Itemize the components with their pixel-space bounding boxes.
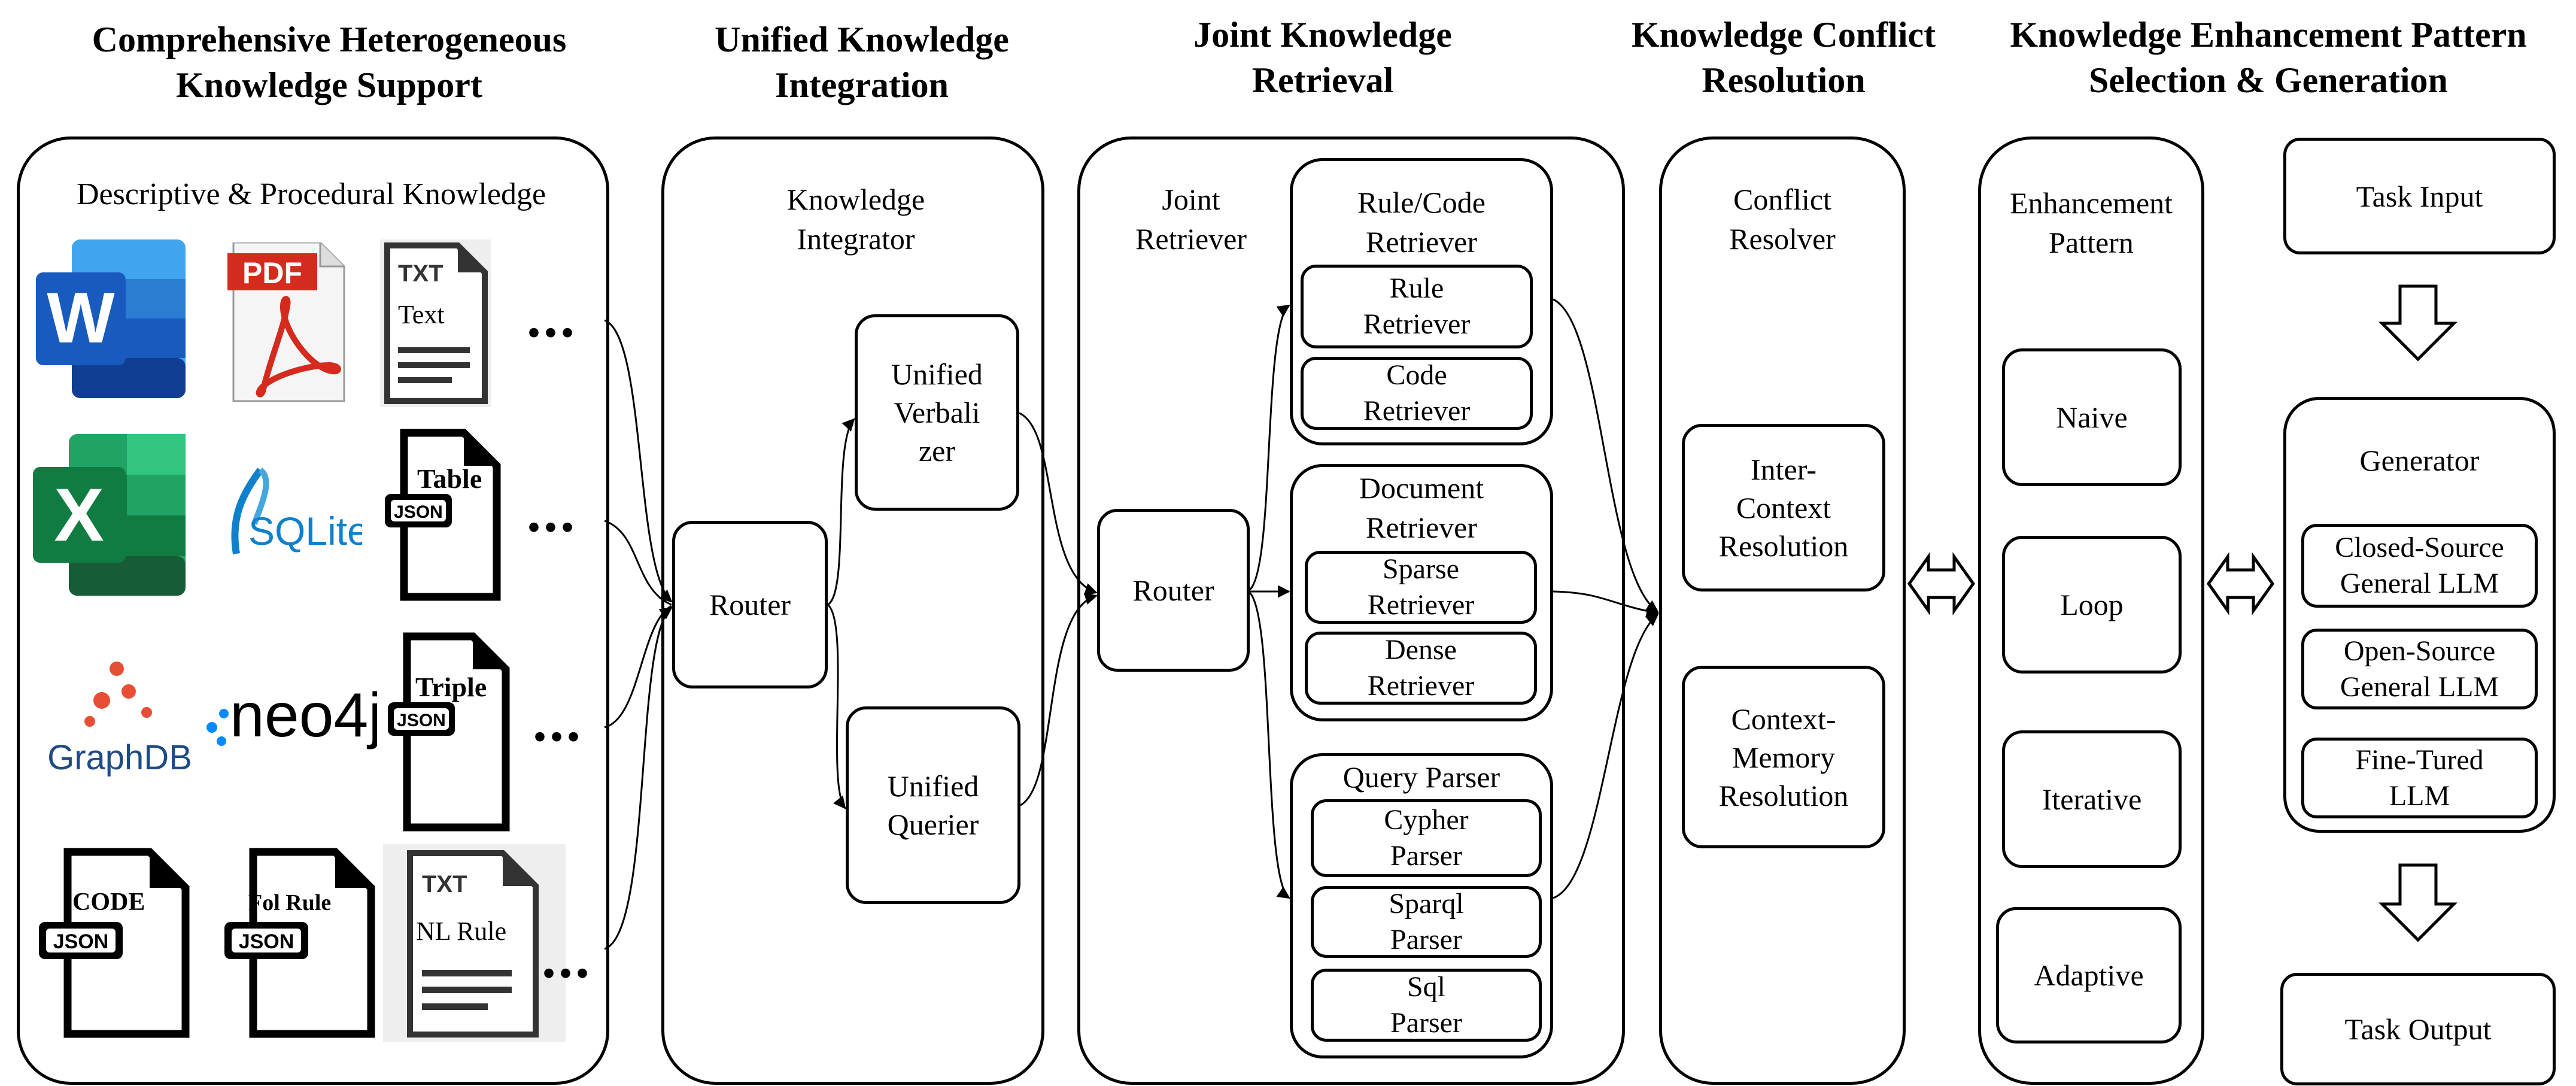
connector-document-to-resolver — [1553, 590, 1660, 618]
dense-retriever-box: Dense Retriever — [1305, 632, 1537, 705]
retriever-router-box: Router — [1097, 509, 1250, 672]
nl-rule-label: NL Rule — [416, 917, 506, 946]
retriever-title: Joint Retriever — [1135, 183, 1247, 256]
connector-router-to-verbalizer — [827, 418, 855, 606]
word-icon: W — [36, 239, 186, 398]
pdf-label: PDF — [242, 256, 302, 290]
fine-tuned-llm-box: Fine-Tured LLM — [2301, 738, 2538, 818]
code-retriever-box: Code Retriever — [1301, 357, 1533, 430]
stage-title-integration: Unified Knowledge Integration — [715, 20, 1009, 105]
sparql-parser-box: Sparql Parser — [1311, 886, 1542, 958]
connector-query-parser-to-resolver — [1553, 613, 1659, 899]
iterative-pattern-box: Iterative — [2002, 730, 2182, 868]
adaptive-pattern-box: Adaptive — [1996, 907, 2182, 1043]
excel-letter: X — [54, 474, 104, 557]
pdf-icon: PDF — [227, 242, 345, 402]
stage-title-knowledge-support: Comprehensive Heterogeneous Knowledge Su… — [92, 20, 567, 105]
connector-rule-code-to-resolver — [1553, 298, 1659, 613]
connector-querier-to-retriever — [1020, 592, 1098, 806]
graphdb-label: GraphDB — [47, 738, 192, 777]
generator-title: Generator — [2359, 444, 2480, 477]
loop-pattern-box: Loop — [2002, 536, 2182, 674]
task-output-box: Task Output — [2280, 973, 2556, 1085]
graphdb-icon: GraphDB — [47, 662, 192, 777]
inter-context-resolution-box: Inter- Context Resolution — [1682, 424, 1885, 591]
open-source-llm-box: Open-Source General LLM — [2301, 629, 2538, 709]
stage-title-conflict: Knowledge Conflict Resolution — [1631, 15, 1936, 100]
text-label: Text — [398, 300, 445, 329]
connector-router-to-query-parser — [1248, 591, 1290, 899]
nl-rule-txt-tag: TXT — [422, 871, 467, 897]
enhancement-pattern-title: Enhancement Pattern — [2009, 186, 2173, 259]
down-arrow-generator-to-output — [2378, 863, 2458, 942]
context-memory-resolution-box: Context- Memory Resolution — [1682, 666, 1885, 848]
triple-json-icon: Triple JSON — [388, 632, 510, 832]
sql-parser-box: Sql Parser — [1311, 969, 1542, 1042]
query-parser-title: Query Parser — [1342, 760, 1500, 794]
integrator-title: Knowledge Integrator — [786, 183, 925, 256]
triple-json-tag: JSON — [397, 711, 446, 730]
naive-pattern-box: Naive — [2002, 348, 2182, 486]
rule-retriever-box: Rule Retriever — [1301, 265, 1533, 348]
table-label: Table — [417, 463, 482, 494]
closed-source-llm-box: Closed-Source General LLM — [2301, 524, 2538, 608]
table-json-icon: Table JSON — [385, 429, 501, 601]
connector-documents-to-router — [604, 319, 673, 603]
unified-querier-box: Unified Querier — [846, 706, 1020, 904]
connector-router-to-rule-code — [1248, 304, 1290, 591]
resolver-title: Conflict Resolver — [1729, 183, 1836, 256]
stage-title-enhancement: Knowledge Enhancement Pattern Selection … — [2010, 15, 2527, 100]
neo4j-icon: neo4j — [206, 681, 377, 750]
txt-tag: TXT — [398, 260, 443, 287]
nl-rule-txt-icon: TXT NL Rule — [383, 844, 566, 1042]
table-json-tag: JSON — [394, 502, 443, 522]
connector-rules-to-router — [604, 606, 673, 950]
sources-title: Descriptive & Procedural Knowledge — [76, 177, 546, 211]
fol-rule-json-tag: JSON — [239, 930, 294, 953]
task-input-box: Task Input — [2283, 138, 2556, 254]
double-arrow-resolver-pattern — [1907, 552, 1976, 615]
connector-tables-to-router — [604, 520, 672, 606]
connector-verbalizer-to-retriever — [1019, 412, 1098, 596]
txt-file-icon: TXT Text — [380, 239, 491, 407]
down-arrow-input-to-generator — [2378, 284, 2458, 362]
word-letter: W — [47, 278, 115, 358]
code-label: CODE — [72, 888, 145, 916]
document-retriever-title: Document Retriever — [1359, 471, 1484, 544]
sqlite-icon: SQLite — [231, 468, 362, 554]
code-json-icon: CODE JSON — [39, 848, 190, 1038]
sparse-retriever-box: Sparse Retriever — [1305, 551, 1537, 624]
integrator-router-box: Router — [672, 521, 828, 688]
resolver-panel — [1659, 136, 1906, 1085]
connector-router-to-querier — [827, 603, 846, 809]
unified-verbalizer-box: Unified Verbali zer — [855, 314, 1019, 511]
fol-rule-json-icon: Fol Rule JSON — [224, 848, 375, 1038]
excel-icon: X — [33, 434, 186, 596]
double-arrow-pattern-generator — [2206, 552, 2275, 615]
sqlite-label: SQLite — [248, 509, 362, 553]
rule-code-retriever-title: Rule/Code Retriever — [1357, 186, 1486, 259]
neo4j-label: neo4j — [230, 681, 377, 750]
triple-label: Triple — [415, 672, 487, 702]
code-json-tag: JSON — [53, 930, 109, 953]
fol-rule-label: Fol Rule — [248, 890, 331, 915]
cypher-parser-box: Cypher Parser — [1311, 799, 1542, 877]
stage-title-retrieval: Joint Knowledge Retrieval — [1193, 15, 1452, 100]
